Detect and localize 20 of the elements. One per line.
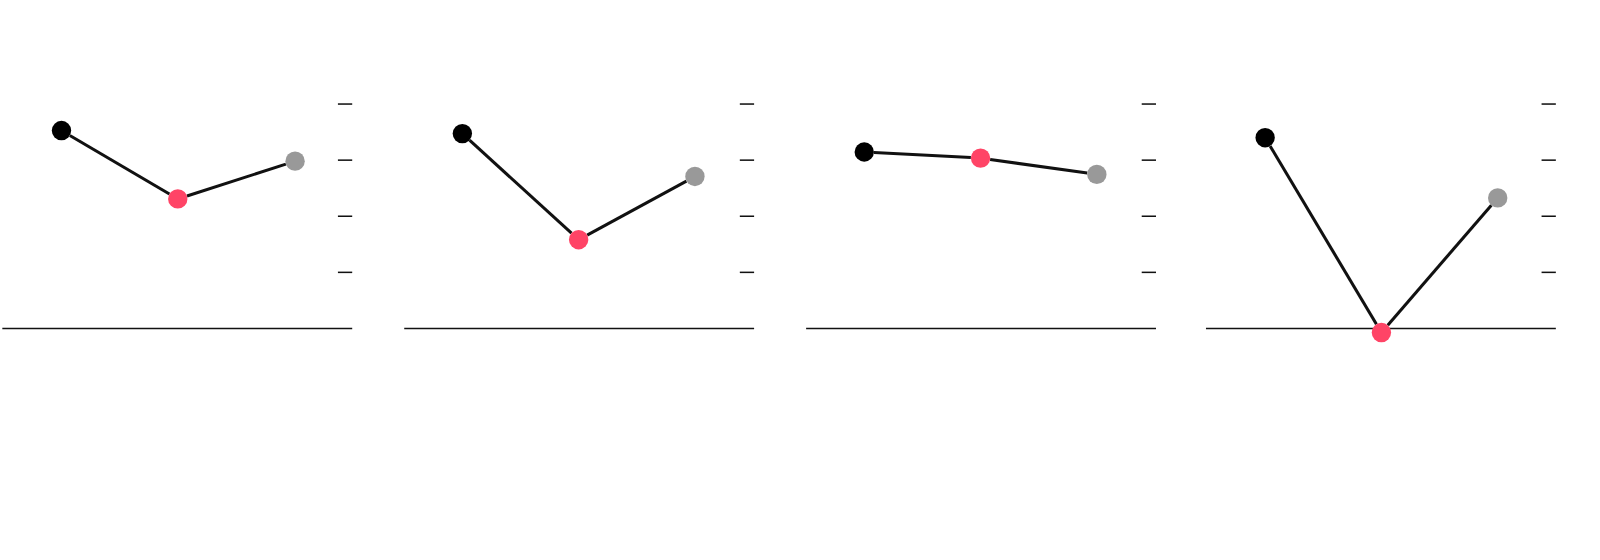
connector-line [586,179,688,237]
connector-line [989,157,1088,175]
data-point [970,148,991,168]
data-point [1488,188,1508,208]
connector-line [69,134,171,196]
data-point [854,142,874,162]
connector-line [873,150,971,160]
data-point [51,120,72,141]
data-point [1087,164,1107,185]
connector-line [468,139,573,235]
data-point [285,151,305,171]
data-point [685,166,705,187]
connector-line [1268,145,1378,325]
data-point [452,123,473,144]
data-point [568,230,589,250]
connector-line [186,162,287,198]
data-point [1255,128,1275,148]
data-point [168,189,188,209]
connector-line [1386,204,1493,327]
data-point [1371,322,1392,343]
